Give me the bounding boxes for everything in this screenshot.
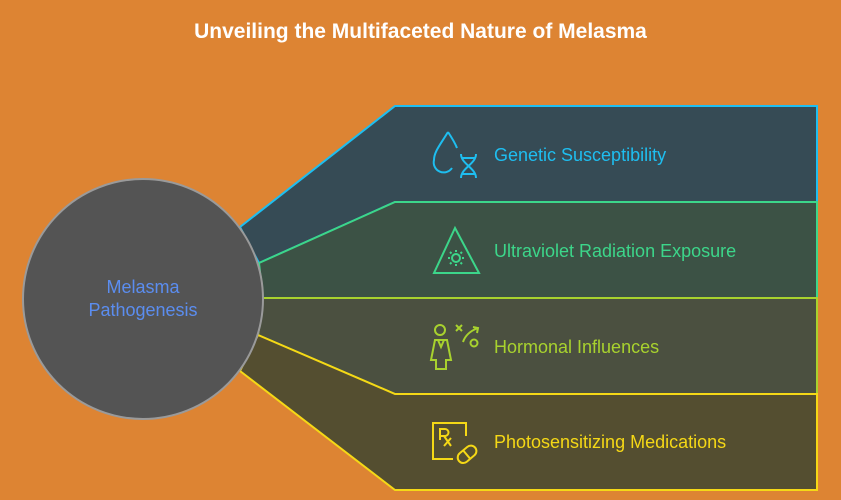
item-label-genetic: Genetic Susceptibility xyxy=(494,145,667,165)
prescription-pill-icon xyxy=(432,422,478,465)
center-circle xyxy=(22,178,264,420)
diagram-title: Unveiling the Multifaceted Nature of Mel… xyxy=(194,20,647,43)
item-label-uv: Ultraviolet Radiation Exposure xyxy=(494,241,737,261)
uv-warning-icon xyxy=(432,225,481,274)
hormone-person-icon xyxy=(429,324,480,370)
item-label-medications: Photosensitizing Medications xyxy=(494,432,727,452)
center-label-line1: Melasma xyxy=(106,277,180,297)
item-label-hormonal: Hormonal Influences xyxy=(494,337,660,357)
center-label: Melasma Pathogenesis xyxy=(43,276,243,322)
dna-drop-icon xyxy=(432,131,477,179)
center-label-line2: Pathogenesis xyxy=(88,300,198,320)
